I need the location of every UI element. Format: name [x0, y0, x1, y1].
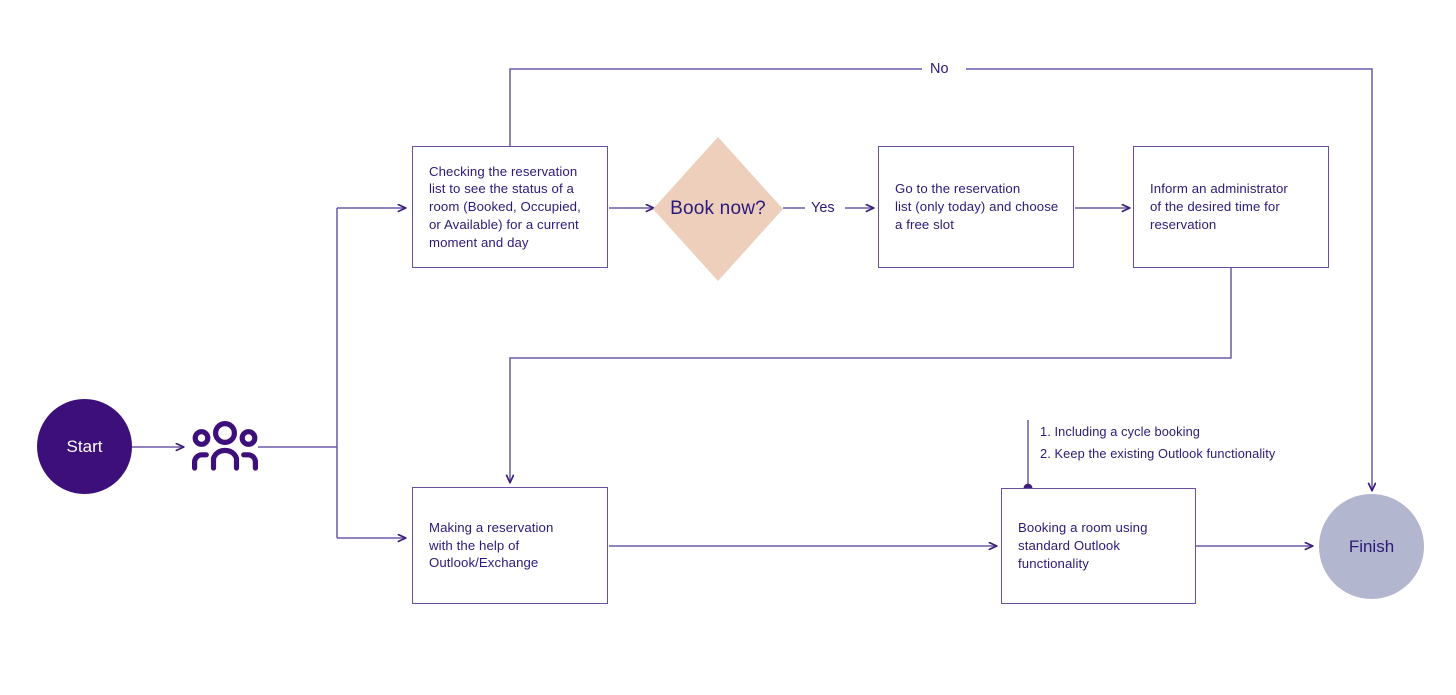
annotation-note: 1. Including a cycle booking 2. Keep the…	[1040, 424, 1276, 461]
edge-label-yes: Yes	[806, 200, 840, 216]
process-inform-administrator-label: Inform an administrator of the desired t…	[1150, 181, 1288, 232]
process-making-reservation[interactable]: Making a reservation with the help of Ou…	[412, 487, 608, 604]
decision-book-now-label: Book now?	[670, 198, 766, 219]
finish-label: Finish	[1348, 536, 1395, 556]
process-inform-administrator[interactable]: Inform an administrator of the desired t…	[1133, 146, 1329, 268]
process-goto-reservation-list[interactable]: Go to the reservation list (only today) …	[878, 146, 1074, 268]
edge-label-no: No	[925, 61, 954, 77]
process-booking-room-outlook[interactable]: Booking a room using standard Outlook fu…	[1001, 488, 1196, 604]
process-booking-room-outlook-label: Booking a room using standard Outlook fu…	[1018, 520, 1148, 571]
start-terminator[interactable]: Start	[37, 399, 132, 494]
finish-terminator[interactable]: Finish	[1319, 494, 1424, 599]
people-group-icon	[192, 420, 258, 474]
decision-book-now[interactable]: Book now?	[652, 136, 784, 282]
process-checking-reservation-list-label: Checking the reservation list to see the…	[429, 163, 581, 250]
process-checking-reservation-list[interactable]: Checking the reservation list to see the…	[412, 146, 608, 268]
process-goto-reservation-list-label: Go to the reservation list (only today) …	[895, 181, 1059, 232]
process-making-reservation-label: Making a reservation with the help of Ou…	[429, 519, 554, 571]
start-label: Start	[66, 436, 103, 456]
